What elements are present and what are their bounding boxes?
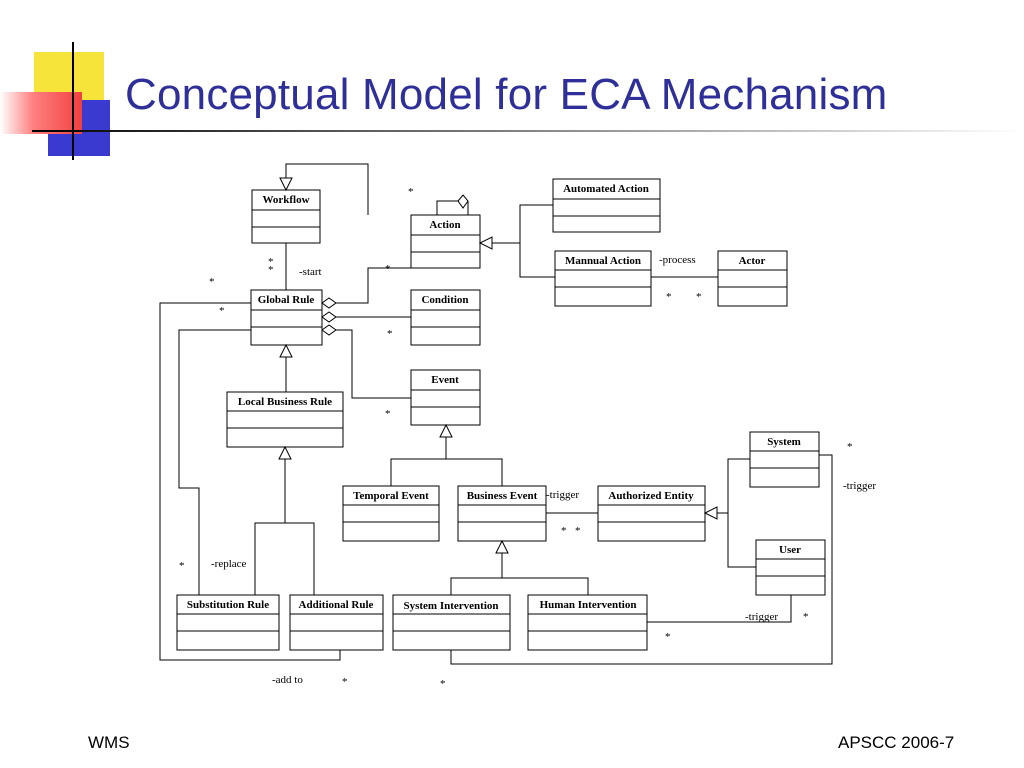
mult-system-trigger: * [847, 441, 853, 453]
mult-event: * [385, 408, 391, 420]
class-system-intervention [392, 594, 511, 651]
footer-right: APSCC 2006-7 [838, 733, 955, 752]
mult-be-ae-2: * [575, 525, 581, 537]
mult-workflow-2: * [268, 264, 274, 276]
role-trigger-business: -trigger [546, 489, 579, 501]
edge-gr-action [336, 267, 411, 304]
label-global-rule: Global Rule [258, 294, 315, 306]
role-process: -process [659, 254, 696, 266]
class-substitution-rule [176, 594, 280, 651]
diamond-gr-condition [321, 311, 337, 323]
class-user [755, 539, 826, 596]
mult-workflow-1: * [268, 256, 274, 268]
edge-additional-addto [159, 302, 341, 661]
edge-user-trigger [647, 595, 792, 623]
label-user: User [779, 544, 801, 556]
mult-manual-actor-2: * [696, 291, 702, 303]
inherit-arrow-globalrule [279, 343, 293, 358]
mult-action-self: * [408, 186, 414, 198]
inherit-arrow-be [495, 539, 509, 554]
label-action: Action [429, 219, 460, 231]
class-event [410, 369, 481, 426]
edge-action-self [436, 200, 458, 215]
role-replace: -replace [211, 558, 247, 570]
edge-temporal-to-event [390, 458, 503, 486]
mult-manual-actor-1: * [666, 291, 672, 303]
edge-manual-to-action [519, 243, 555, 278]
label-automated-action: Automated Action [563, 183, 649, 195]
edge-system-to-ae [717, 458, 750, 514]
role-add-to: -add to [272, 674, 303, 686]
title-underline [32, 130, 1022, 132]
inherit-arrow-ae [703, 506, 718, 520]
edge-automated-to-action [492, 204, 553, 244]
class-condition [410, 289, 481, 346]
edge-substitution-replace [178, 329, 251, 595]
class-business-event [457, 485, 547, 542]
edge-action-to-workflow [285, 163, 369, 215]
class-additional-rule [289, 594, 384, 651]
edge-gr-event [336, 329, 411, 399]
class-temporal-event [342, 485, 440, 542]
mult-human-intervention: * [665, 631, 671, 643]
label-manual-action: Mannual Action [565, 255, 641, 267]
class-human-intervention [527, 594, 648, 651]
diamond-gr-action [321, 297, 337, 309]
role-trigger-system: -trigger [843, 480, 876, 492]
mult-be-ae-1: * [561, 525, 567, 537]
label-system-intervention: System Intervention [403, 600, 498, 612]
inherit-arrow-event [439, 423, 453, 438]
label-substitution-rule: Substitution Rule [187, 599, 269, 611]
label-human-intervention: Human Intervention [540, 599, 637, 611]
mult-additional-rule: * [342, 676, 348, 688]
mult-gr-replace: * [219, 305, 225, 317]
label-condition: Condition [421, 294, 468, 306]
edge-interventions-to-be [450, 577, 589, 595]
mult-gr-addto: * [209, 276, 215, 288]
label-local-business-rule: Local Business Rule [238, 396, 332, 408]
mult-system-intervention: * [440, 678, 446, 690]
edge-system-trigger [450, 454, 833, 665]
label-authorized-entity: Authorized Entity [608, 490, 694, 502]
slide-title: Conceptual Model for ECA Mechanism [125, 70, 888, 119]
label-additional-rule: Additional Rule [299, 599, 374, 611]
corner-red-bar [0, 92, 82, 134]
label-business-event: Business Event [467, 490, 538, 502]
corner-vertical-line [72, 42, 74, 160]
edge-sub-add-to-lbr [254, 522, 315, 595]
role-start: -start [299, 266, 322, 278]
edge-user-to-ae [727, 513, 756, 568]
mult-condition: * [387, 328, 393, 340]
mult-gr-action: * [385, 263, 391, 275]
inherit-arrow-action [478, 236, 493, 250]
label-system: System [767, 436, 801, 448]
footer-left: WMS [88, 733, 130, 752]
label-event: Event [431, 374, 459, 386]
class-global-rule [250, 289, 323, 346]
class-local-business-rule [226, 391, 344, 448]
inherit-arrow-lbr [278, 445, 292, 460]
role-trigger-human: -trigger [745, 611, 778, 623]
class-manual-action [554, 250, 652, 307]
class-actor [717, 250, 788, 307]
class-action [410, 214, 481, 269]
label-workflow: Workflow [262, 194, 309, 206]
diamond-gr-event [321, 324, 337, 336]
class-authorized-entity [597, 485, 706, 542]
diamond-action-self [457, 194, 469, 209]
mult-substitution: * [179, 560, 185, 572]
mult-user-trigger: * [803, 611, 809, 623]
class-workflow [251, 189, 321, 244]
label-actor: Actor [739, 255, 766, 267]
label-temporal-event: Temporal Event [353, 490, 429, 502]
class-system [749, 431, 820, 488]
inherit-arrow-workflow [279, 177, 293, 192]
